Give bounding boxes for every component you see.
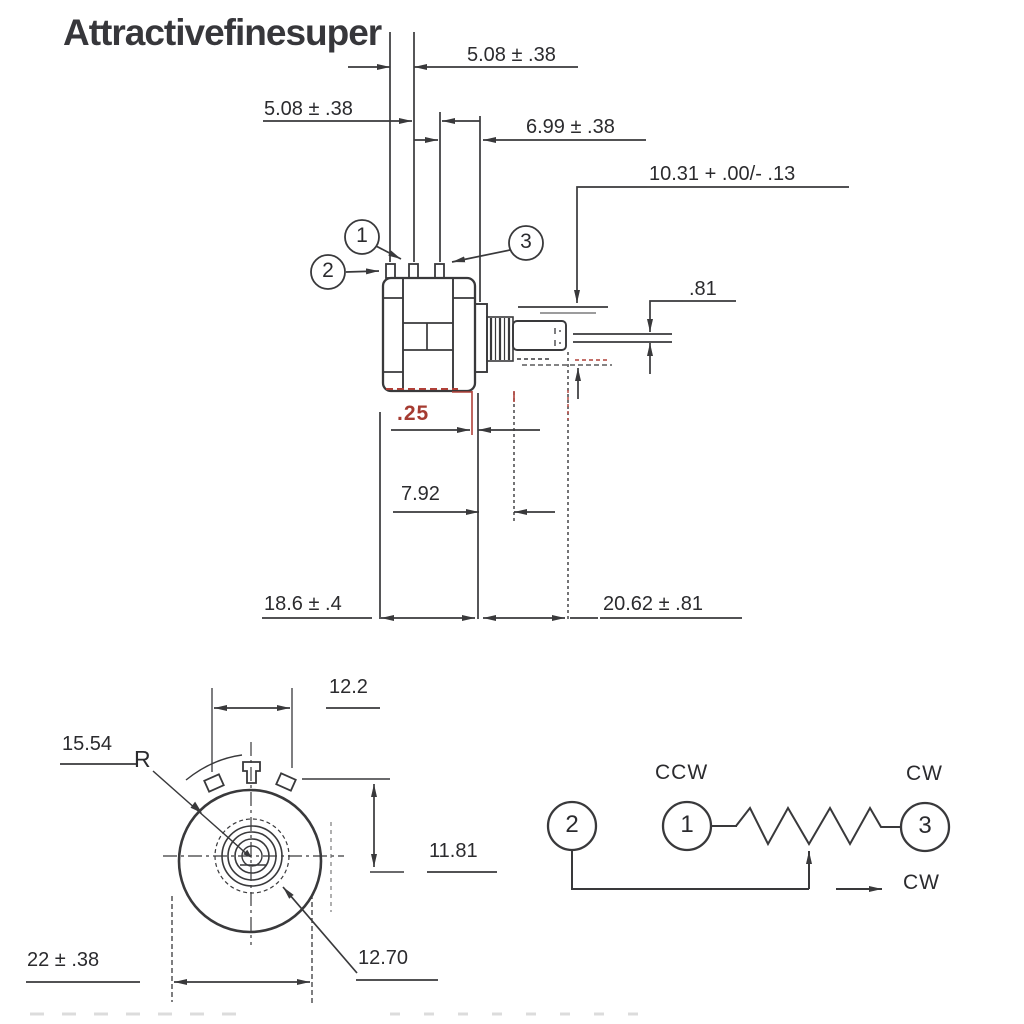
schematic-ccw-label: CCW	[655, 761, 709, 784]
dim-label-bushing-diameter: 12.70	[358, 947, 409, 969]
dim-label-pin-to-face: 6.99 ± .38	[526, 116, 615, 138]
dim-label-terminal-span: 12.2	[329, 676, 368, 698]
schematic-cw-label: CW	[906, 762, 943, 785]
terminal-callout-2: 2	[322, 259, 334, 283]
dim-label-pin-gap-left: 5.08 ± .38	[264, 98, 353, 120]
red-markup-lines	[386, 359, 608, 435]
terminal-callout-1: 1	[356, 224, 368, 248]
dim-label-shaft-extension: 20.62 ± .81	[603, 593, 703, 615]
dim-label-body-depth: 18.6 ± .4	[264, 593, 342, 615]
schematic-terminal-3: 3	[918, 811, 932, 839]
schematic-linework	[546, 800, 951, 892]
schematic-cw-rotation-label: CW	[903, 871, 940, 894]
dim-label-body-diameter: 22 ± .38	[27, 949, 100, 971]
schematic-terminal-2: 2	[565, 810, 579, 838]
dim-label-shaft-flat: .81	[689, 278, 717, 300]
dim-label-radius-suffix: R	[134, 746, 151, 772]
dim-label-bushing-od: 10.31 + .00/- .13	[649, 163, 796, 185]
dim-label-terminal-height: 11.81	[429, 840, 478, 862]
dim-label-radius: 15.54	[62, 733, 113, 755]
dim-label-washer: .25	[397, 402, 430, 425]
watermark-logo: Attractivefinesuper	[63, 12, 382, 53]
dim-label-pin-gap-top: 5.08 ± .38	[467, 44, 556, 66]
schematic-terminal-1: 1	[680, 810, 694, 838]
side-view-linework	[262, 32, 849, 621]
front-view-linework	[26, 688, 497, 1006]
dim-label-bushing-length: 7.92	[401, 483, 440, 505]
terminal-callout-3: 3	[520, 230, 532, 254]
